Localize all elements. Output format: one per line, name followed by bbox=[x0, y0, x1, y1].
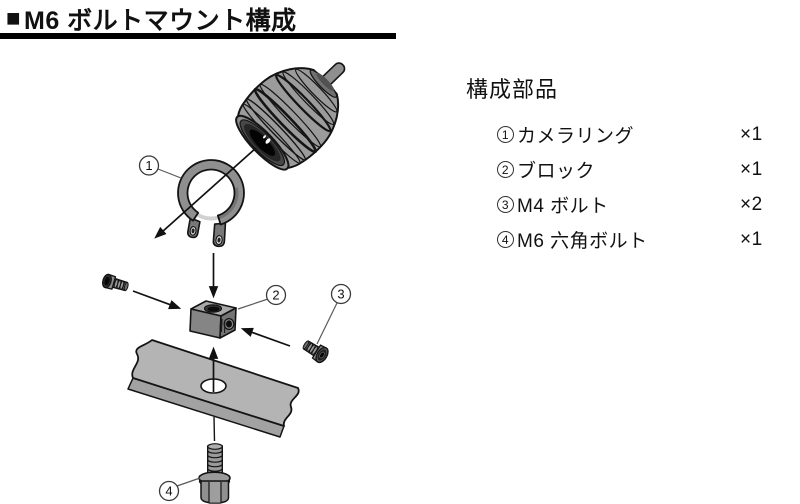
parts-list-item: 2 ブロック ×1 bbox=[497, 159, 786, 182]
m6-hex-bolt bbox=[198, 443, 231, 504]
callout-1: 1 bbox=[138, 155, 160, 176]
svg-text:2: 2 bbox=[272, 288, 279, 303]
item-number-badge: 1 bbox=[497, 126, 514, 143]
parts-list-item: 1 カメラリング ×1 bbox=[497, 124, 786, 147]
connector-line bbox=[213, 416, 216, 442]
page-title-text: M6 ボルトマウント構成 bbox=[24, 7, 297, 35]
parts-list-item: 4 M6 六角ボルト ×1 bbox=[497, 229, 786, 252]
item-quantity: ×1 bbox=[740, 229, 763, 250]
svg-text:1: 1 bbox=[145, 158, 152, 173]
m4-bolt-left bbox=[102, 273, 129, 292]
callout-leaders bbox=[157, 168, 338, 487]
camera-lens bbox=[235, 114, 290, 171]
item-name: ブロック bbox=[517, 161, 596, 182]
parts-list-heading: 構成部品 bbox=[466, 77, 559, 102]
callout-2: 2 bbox=[265, 284, 287, 306]
callout-4: 4 bbox=[158, 480, 180, 502]
item-name: カメラリング bbox=[517, 126, 635, 147]
callout-3: 3 bbox=[330, 283, 352, 305]
square-bullet-icon: ■ bbox=[6, 5, 21, 32]
item-name: M6 六角ボルト bbox=[517, 231, 648, 252]
item-number-badge: 4 bbox=[497, 231, 514, 248]
camera bbox=[235, 62, 346, 171]
callouts: 1 2 3 4 bbox=[138, 155, 352, 502]
arrow-left-bolt-to-block bbox=[132, 290, 172, 306]
page-title: ■ M6 ボルトマウント構成 bbox=[6, 1, 297, 37]
svg-text:4: 4 bbox=[165, 484, 172, 499]
m4-bolt-right bbox=[302, 340, 329, 364]
camera-ring bbox=[177, 159, 245, 248]
assembly-arrows bbox=[132, 147, 291, 392]
title-underline bbox=[0, 33, 396, 39]
mounting-block bbox=[189, 300, 237, 339]
item-quantity: ×2 bbox=[740, 194, 763, 215]
rail-plate bbox=[127, 339, 300, 438]
parts-list-item: 3 M4 ボルト ×2 bbox=[497, 194, 786, 217]
item-number-badge: 2 bbox=[497, 161, 514, 178]
item-number-badge: 3 bbox=[497, 196, 514, 213]
item-name: M4 ボルト bbox=[517, 196, 609, 217]
item-quantity: ×1 bbox=[740, 159, 763, 180]
arrow-right-bolt-to-block bbox=[250, 331, 291, 347]
arrow-camera-to-ring bbox=[161, 147, 257, 233]
lens-highlight bbox=[263, 135, 266, 139]
svg-text:3: 3 bbox=[337, 287, 344, 302]
item-quantity: ×1 bbox=[740, 124, 763, 145]
parts-list: 構成部品 1 カメラリング ×1 2 ブロック ×1 3 M4 ボルト ×2 4… bbox=[466, 72, 786, 264]
lens-highlight bbox=[265, 138, 271, 144]
